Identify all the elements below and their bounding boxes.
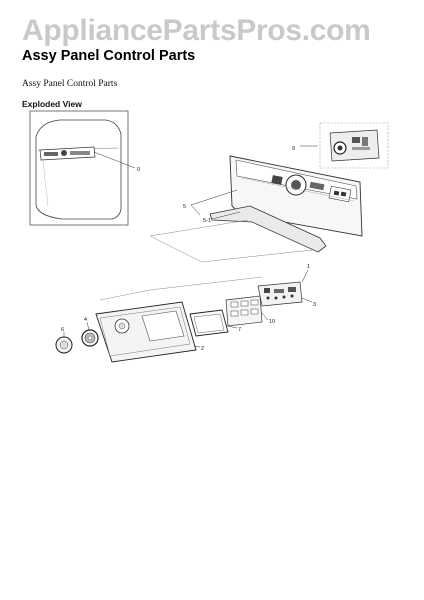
knob-ring xyxy=(81,321,99,347)
display-window xyxy=(189,309,238,337)
callout-7: 7 xyxy=(238,327,241,333)
control-panel-assembly xyxy=(190,155,363,253)
callout-5-1: 5-1 xyxy=(203,218,211,224)
display-pcb-assembly xyxy=(257,269,313,307)
page-title: Assy Panel Control Parts xyxy=(22,48,196,64)
view-label: Exploded View xyxy=(22,99,82,109)
front-panel xyxy=(95,301,201,363)
callout-2: 2 xyxy=(201,346,204,352)
section-subtitle: Assy Panel Control Parts xyxy=(22,79,118,89)
keypad-part xyxy=(225,295,269,327)
knob xyxy=(55,332,73,354)
callout-3: 3 xyxy=(313,302,316,308)
callout-1: 1 xyxy=(307,264,310,270)
projection-lines xyxy=(99,219,313,301)
pcb-inset xyxy=(300,122,389,169)
callout-4: 4 xyxy=(84,317,87,323)
callout-5: 5 xyxy=(183,204,186,210)
callout-10: 10 xyxy=(269,319,275,325)
watermark-logo: AppliancePartsPros.com xyxy=(22,14,371,47)
callout-9: 9 xyxy=(292,146,295,152)
callout-6: 6 xyxy=(61,327,64,333)
callout-0: 0 xyxy=(137,167,140,173)
appliance-inset xyxy=(29,110,136,226)
